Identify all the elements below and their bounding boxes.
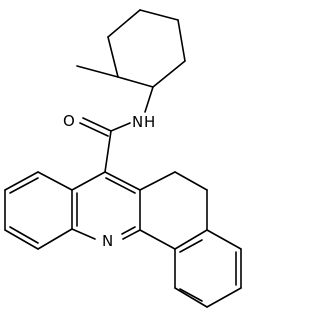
amide-n-c-bond — [110, 122, 131, 132]
bond — [139, 9, 179, 21]
methyl-bond — [76, 65, 119, 78]
right-benzene-ring — [174, 229, 242, 308]
left-benzene-ring — [4, 171, 73, 250]
bond — [152, 60, 186, 88]
bond — [117, 76, 154, 88]
cyclohexane-ring — [107, 9, 186, 88]
carbonyl-double-bond — [79, 117, 112, 137]
ring-nitrogen-label: N — [102, 232, 113, 250]
chemical-structure: O N H N — [4, 9, 242, 308]
bond — [107, 9, 141, 38]
dihydro-ring — [139, 171, 208, 250]
bond — [177, 19, 186, 62]
amide-nitrogen-label: N — [132, 113, 143, 131]
oxygen-atom-label: O — [63, 112, 75, 130]
pyridine-ring — [71, 171, 141, 240]
cyclohexyl-n-bond — [144, 86, 154, 113]
bond — [107, 36, 119, 78]
amide-hydrogen-label: H — [144, 113, 155, 131]
carbonyl-ring-bond — [104, 130, 112, 173]
